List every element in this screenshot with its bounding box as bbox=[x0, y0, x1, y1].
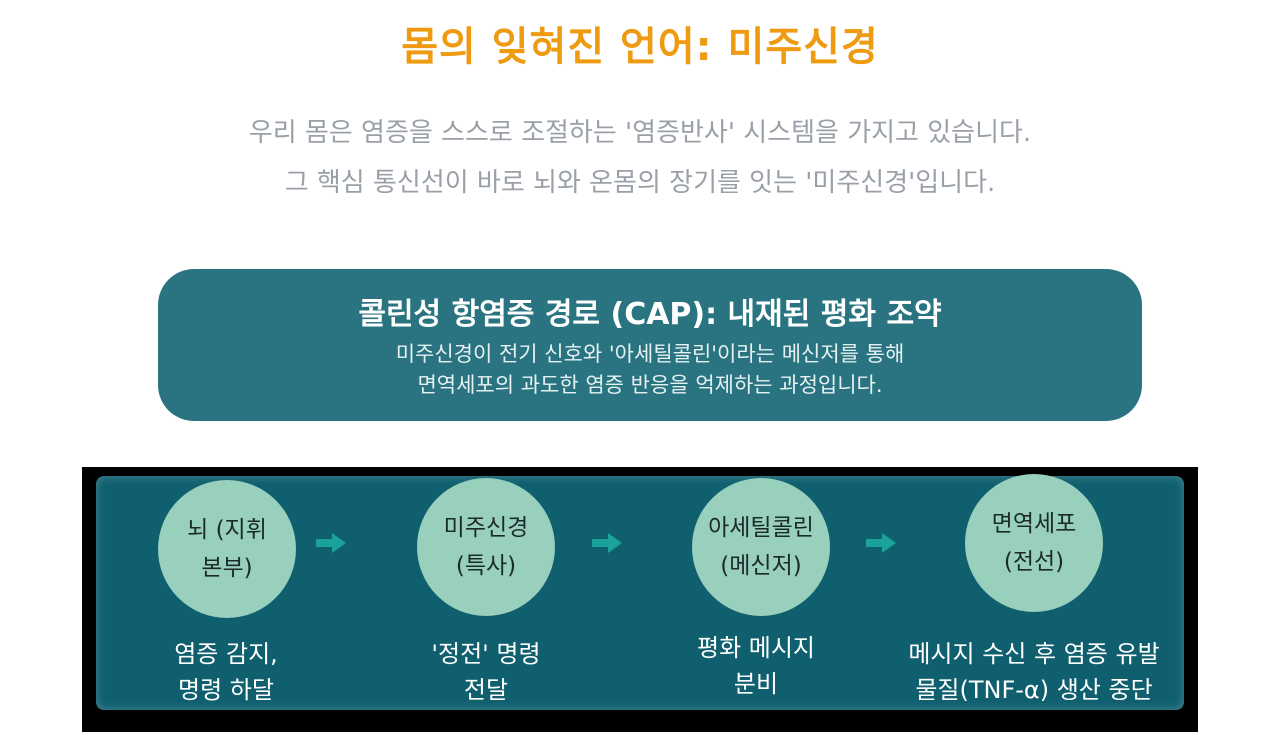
page-title: 몸의 잊혀진 언어: 미주신경 bbox=[401, 24, 879, 70]
arrow-right-icon bbox=[316, 533, 346, 553]
node-vagus-line-2: (특사) bbox=[455, 553, 517, 579]
node-brain: 뇌 (지휘 본부) bbox=[158, 480, 296, 618]
node-vagus-nerve: 미주신경 (특사) bbox=[417, 478, 555, 616]
step-brain-desc-line-1: 염증 감지, bbox=[174, 640, 278, 668]
node-brain-line-2: 본부) bbox=[201, 555, 253, 581]
node-vagus-line-1: 미주신경 bbox=[443, 515, 529, 541]
node-immune-cell: 면역세포 (전선) bbox=[965, 474, 1103, 612]
node-brain-line-1: 뇌 (지휘 bbox=[187, 517, 267, 543]
step-ach-desc-line-1: 평화 메시지 bbox=[696, 634, 816, 662]
node-immune-line-2: (전선) bbox=[1003, 549, 1065, 575]
cap-title: 콜린성 항염증 경로 (CAP): 내재된 평화 조약 bbox=[358, 297, 942, 332]
step-vagus-desc-line-2: 전달 bbox=[463, 676, 509, 704]
step-ach-desc-line-2: 분비 bbox=[733, 670, 779, 698]
node-acetylcholine: 아세틸콜린 (메신저) bbox=[692, 478, 830, 616]
step-brain-description: 염증 감지, 명령 하달 bbox=[76, 636, 376, 708]
node-ach-line-2: (메신저) bbox=[720, 553, 802, 579]
cap-desc-line-1: 미주신경이 전기 신호와 '아세틸콜린'이라는 메신저를 통해 bbox=[395, 342, 905, 366]
cap-desc-line-2: 면역세포의 과도한 염증 반응을 억제하는 과정입니다. bbox=[417, 373, 883, 397]
page-subtitle: 우리 몸은 염증을 스스로 조절하는 '염증반사' 시스템을 가지고 있습니다.… bbox=[0, 108, 1280, 208]
step-vagus-description: '정전' 명령 전달 bbox=[336, 636, 636, 708]
step-ach-description: 평화 메시지 분비 bbox=[606, 630, 906, 702]
step-immune-desc-line-2: 물질(TNF-α) 생산 중단 bbox=[915, 676, 1153, 704]
subtitle-line-2: 그 핵심 통신선이 바로 뇌와 온몸의 장기를 잇는 '미주신경'입니다. bbox=[284, 168, 996, 198]
node-ach-line-1: 아세틸콜린 bbox=[708, 515, 814, 541]
cap-description: 미주신경이 전기 신호와 '아세틸콜린'이라는 메신저를 통해 면역세포의 과도… bbox=[158, 339, 1142, 401]
step-immune-desc-line-1: 메시지 수신 후 염증 유발 bbox=[908, 640, 1160, 668]
step-brain-desc-line-2: 명령 하달 bbox=[178, 676, 274, 704]
arrow-right-icon bbox=[592, 533, 622, 553]
subtitle-line-1: 우리 몸은 염증을 스스로 조절하는 '염증반사' 시스템을 가지고 있습니다. bbox=[248, 118, 1032, 148]
step-immune-description: 메시지 수신 후 염증 유발 물질(TNF-α) 생산 중단 bbox=[874, 636, 1194, 708]
cap-summary-box: 콜린성 항염증 경로 (CAP): 내재된 평화 조약 미주신경이 전기 신호와… bbox=[158, 269, 1142, 421]
arrow-right-icon bbox=[866, 533, 896, 553]
step-vagus-desc-line-1: '정전' 명령 bbox=[431, 640, 541, 668]
node-immune-line-1: 면역세포 bbox=[991, 511, 1077, 537]
